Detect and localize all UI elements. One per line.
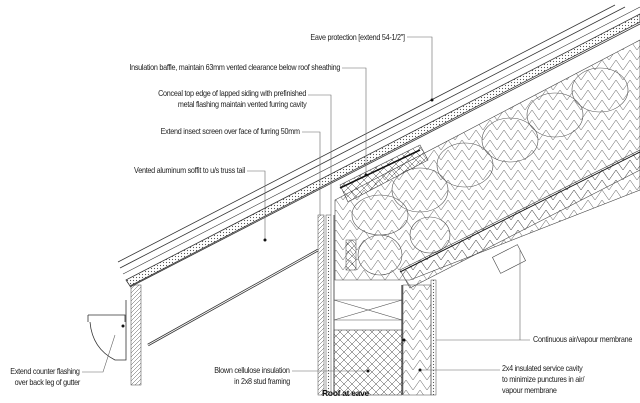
loose-fill-insulation: [351, 67, 629, 276]
stud-cavity-cellulose: [333, 329, 403, 396]
callout-counter-flashing-line1: Extend counter flashing: [10, 366, 81, 376]
callout-service-line2: to minimize punctures in air/: [502, 374, 585, 384]
insulation-baffle: [339, 144, 429, 203]
roof-assembly: [117, 4, 640, 288]
callout-membrane: Continuous air/vapour membrane: [533, 334, 633, 344]
drawing-title: Roof at eave: [322, 388, 369, 398]
callout-counter-flashing-line2: over back leg of gutter: [14, 377, 81, 387]
callout-cellulose-line2: in 2x8 stud framing: [234, 376, 290, 386]
callout-eave-protection: Eave protection [extend 54-1/2"]: [310, 32, 406, 42]
callout-service-line1: 2x4 insulated service cavity: [502, 363, 583, 373]
callout-insect-screen: Extend insect screen over face of furrin…: [160, 126, 300, 136]
callout-service-line3: vapour membrane: [502, 385, 557, 395]
callout-soffit: Vented aluminum soffit to u/s truss tail: [134, 165, 245, 175]
callout-insulation-baffle: Insulation baffle, maintain 63mm vented …: [129, 62, 340, 72]
leader-lines: [82, 36, 530, 373]
leader-dots: [121, 98, 434, 373]
callout-conceal-line2: metal flashing maintain vented furring c…: [177, 99, 306, 109]
callout-cellulose-line1: Blown cellulose insulation: [214, 365, 291, 375]
gutter: [88, 300, 127, 361]
roof-insulation: [334, 39, 640, 281]
service-cavity: [402, 284, 432, 396]
siding: [317, 214, 325, 396]
fascia: [130, 284, 142, 386]
callout-conceal-line1: Conceal top edge of lapped siding with p…: [157, 88, 306, 98]
